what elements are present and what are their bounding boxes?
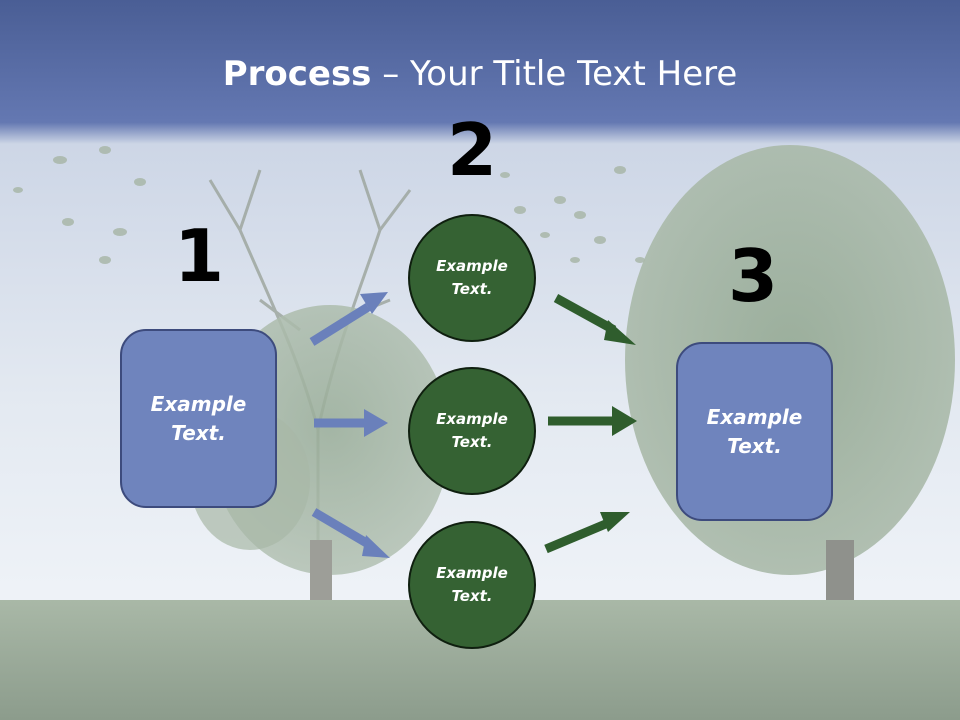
circle-middle-text: Example Text.: [436, 410, 508, 451]
circle-bottom-text: Example Text.: [436, 564, 508, 605]
arrow-bottom-to-right: [544, 512, 630, 554]
arrow-middle-to-right: [548, 406, 637, 436]
arrow-top-to-right: [553, 294, 636, 345]
slide-title: Process – Your Title Text Here: [0, 52, 960, 96]
step-number-3: 3: [727, 234, 779, 318]
arrow-left-to-middle: [314, 409, 388, 437]
title-rest: – Your Title Text Here: [371, 54, 738, 94]
circle-top: Example Text.: [408, 214, 536, 342]
right-box-text: Example Text.: [706, 404, 803, 458]
circle-bottom: Example Text.: [408, 521, 536, 649]
left-box: Example Text.: [120, 329, 277, 508]
right-box: Example Text.: [676, 342, 833, 521]
title-bold: Process: [222, 54, 372, 94]
step-number-1: 1: [173, 214, 225, 298]
circle-top-text: Example Text.: [436, 257, 508, 298]
step-number-2: 2: [446, 108, 498, 192]
arrow-left-to-top: [309, 292, 388, 346]
circle-middle: Example Text.: [408, 367, 536, 495]
arrow-left-to-bottom: [311, 508, 390, 558]
left-box-text: Example Text.: [150, 391, 247, 445]
